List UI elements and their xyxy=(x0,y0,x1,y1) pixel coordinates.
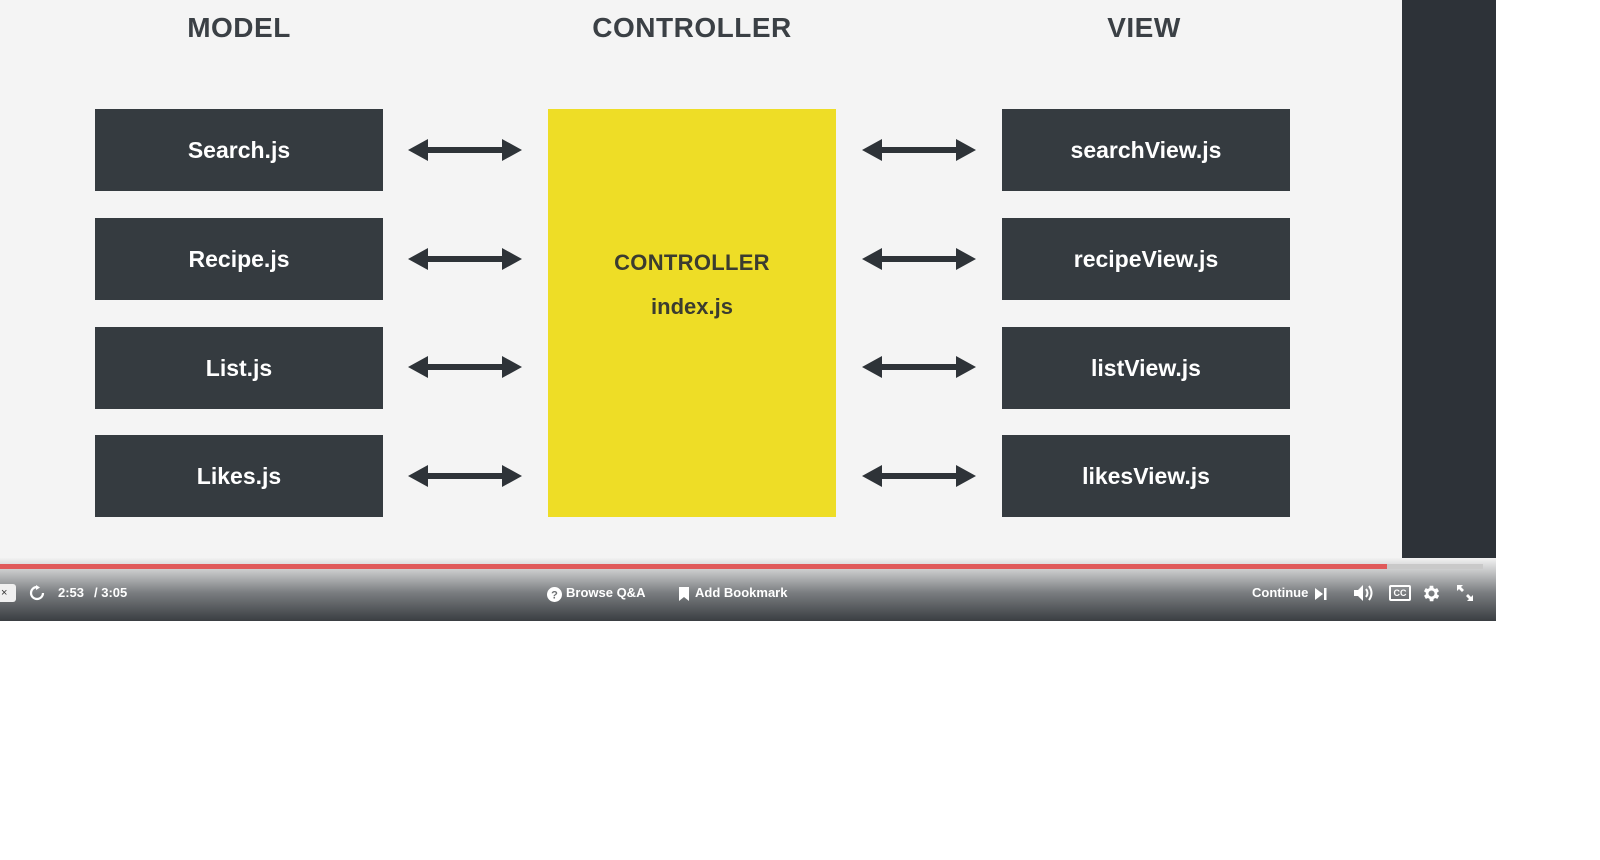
controller-box-title: CONTROLLER xyxy=(614,250,770,275)
double-arrow-icon xyxy=(862,356,976,378)
double-arrow-icon xyxy=(408,356,522,378)
svg-text:?: ? xyxy=(551,589,558,601)
model-box-recipe: Recipe.js xyxy=(95,218,383,300)
double-arrow-icon xyxy=(862,139,976,161)
replay-icon[interactable] xyxy=(28,584,46,602)
view-box-recipe: recipeView.js xyxy=(1002,218,1290,300)
continue-button[interactable]: Continue xyxy=(1252,585,1309,600)
browse-qa-button[interactable]: Browse Q&A xyxy=(566,585,646,600)
model-box-likes: Likes.js xyxy=(95,435,383,517)
view-box-likes: likesView.js xyxy=(1002,435,1290,517)
mvc-diagram-slide: MODEL CONTROLLER VIEW Search.js Recipe.j… xyxy=(0,0,1402,565)
view-box-search: searchView.js xyxy=(1002,109,1290,191)
controller-box: CONTROLLER index.js xyxy=(548,109,836,517)
fullscreen-icon[interactable] xyxy=(1455,583,1475,603)
model-box-list: List.js xyxy=(95,327,383,409)
duration: / 3:05 xyxy=(94,585,128,600)
add-bookmark-button[interactable]: Add Bookmark xyxy=(695,585,788,600)
bookmark-icon[interactable] xyxy=(678,586,690,602)
controller-box-file: index.js xyxy=(651,294,733,319)
volume-icon[interactable] xyxy=(1353,583,1375,603)
video-player: MODEL CONTROLLER VIEW Search.js Recipe.j… xyxy=(0,0,1496,621)
double-arrow-icon xyxy=(862,248,976,270)
model-box-search: Search.js xyxy=(95,109,383,191)
progress-bar[interactable] xyxy=(0,564,1483,569)
question-icon[interactable]: ? xyxy=(546,586,562,602)
view-heading: VIEW xyxy=(1107,12,1181,43)
controller-heading: CONTROLLER xyxy=(592,12,792,43)
skip-next-icon[interactable] xyxy=(1315,587,1327,601)
double-arrow-icon xyxy=(408,139,522,161)
double-arrow-icon xyxy=(862,465,976,487)
gear-icon[interactable] xyxy=(1420,582,1442,604)
progress-bar-fill xyxy=(0,564,1387,569)
close-icon[interactable]: × xyxy=(0,584,16,602)
double-arrow-icon xyxy=(408,248,522,270)
model-heading: MODEL xyxy=(187,12,291,43)
current-time: 2:53 xyxy=(58,585,85,600)
view-box-list: listView.js xyxy=(1002,327,1290,409)
double-arrow-icon xyxy=(408,465,522,487)
cc-icon[interactable]: CC xyxy=(1389,585,1411,601)
